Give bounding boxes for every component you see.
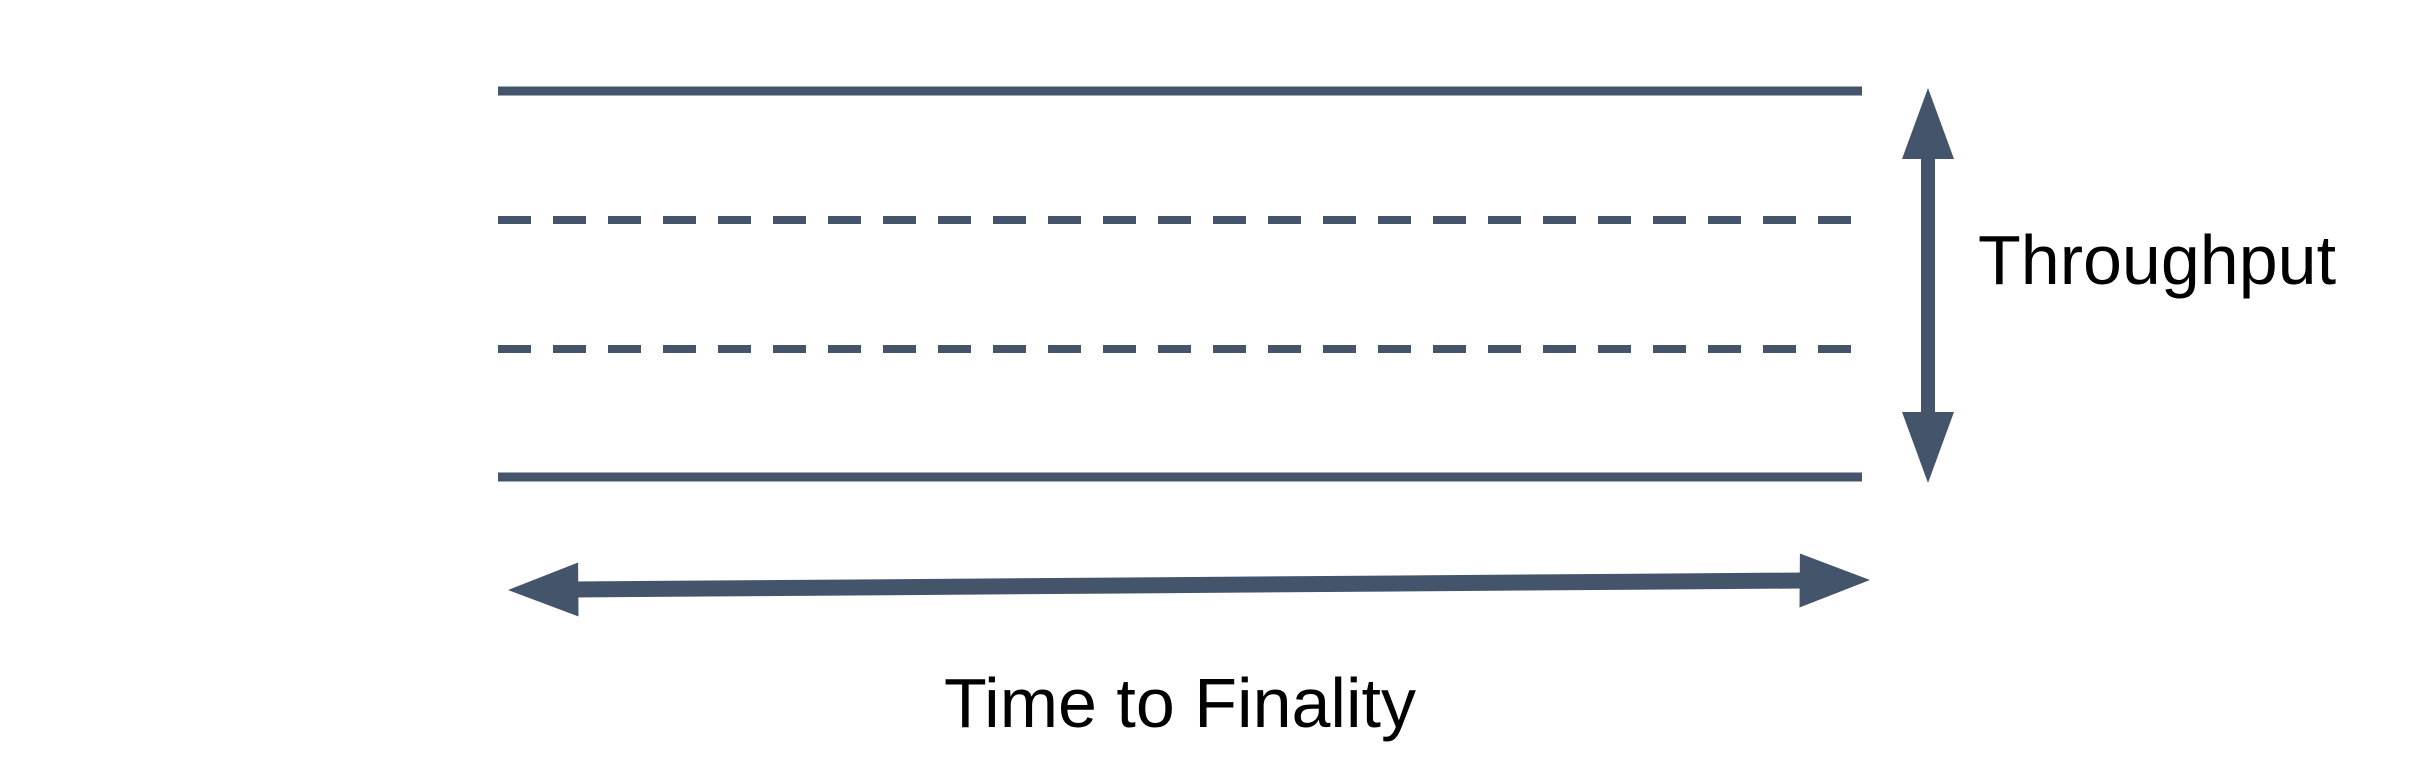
throughput-arrow-icon	[1902, 88, 1954, 483]
time-to-finality-arrow-icon	[508, 553, 1870, 617]
lane-lines	[498, 86, 1862, 482]
throughput-label: Throughput	[1978, 221, 2337, 299]
time-to-finality-label: Time to Finality	[944, 664, 1416, 742]
